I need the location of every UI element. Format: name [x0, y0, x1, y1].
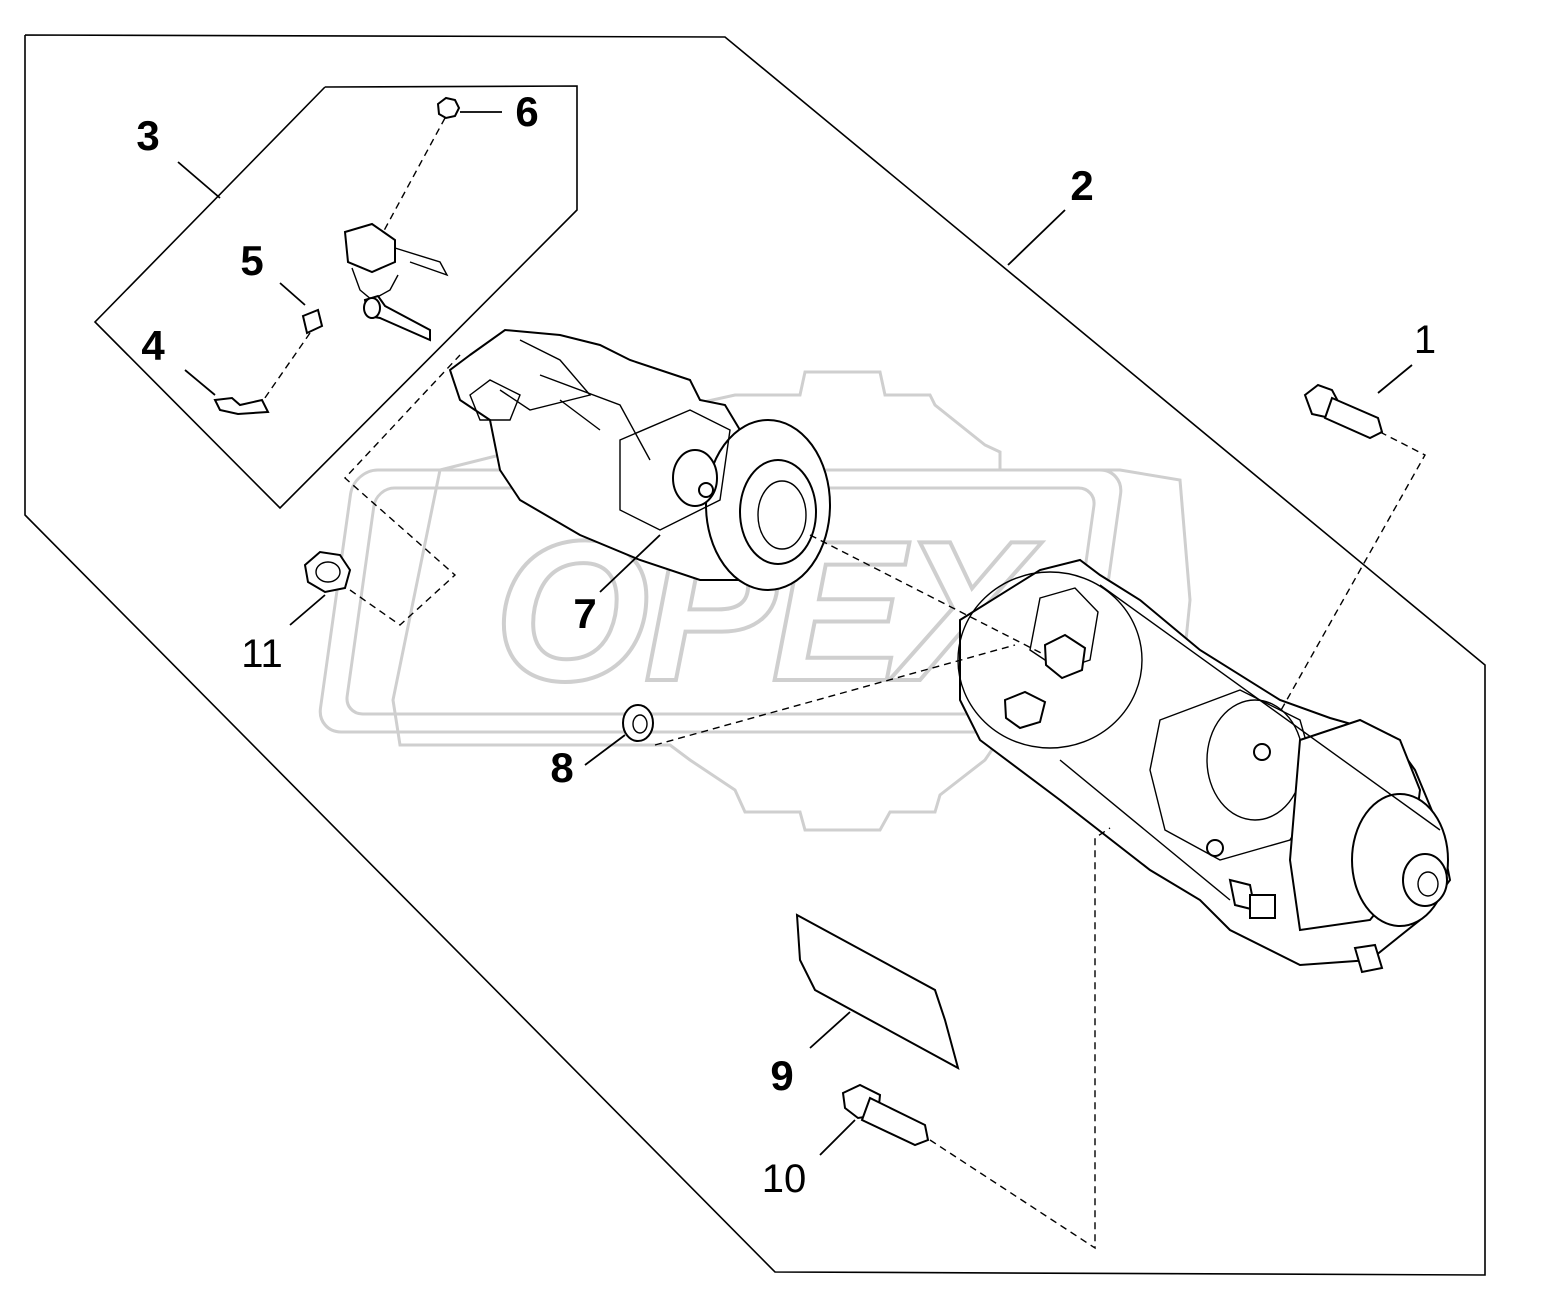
nut-6-shape	[436, 96, 461, 120]
leader-11	[289, 594, 326, 626]
leader-5	[279, 282, 306, 306]
watermark-gear-outline	[391, 370, 1192, 832]
callout-10: 10	[762, 1157, 807, 1201]
terminal-bracket-shape	[343, 222, 449, 342]
dash-line-1	[1279, 431, 1426, 713]
callout-4: 4	[141, 322, 165, 369]
dash-line-10	[929, 827, 1111, 1250]
solenoid-subparts	[213, 96, 461, 416]
leader-2	[1007, 209, 1066, 266]
assembly-boundary-outline	[24, 34, 1486, 1276]
dash-line-7-axis	[809, 534, 1046, 656]
washer-8-shape	[622, 704, 654, 742]
callout-1: 1	[1414, 318, 1436, 362]
dash-line-11	[343, 354, 461, 626]
callout-6: 6	[515, 88, 538, 135]
wire-4-shape	[213, 396, 270, 416]
callout-2: 2	[1070, 162, 1093, 209]
leader-4	[184, 369, 216, 396]
solenoid-7-shape	[448, 328, 831, 591]
callout-labels: 1 2 3 4 5 6 7 8 9 10 11	[136, 88, 1436, 1201]
callout-8: 8	[550, 744, 573, 791]
label-plate-9-shape	[795, 913, 960, 1070]
nut-11-shape	[303, 550, 352, 594]
starter-motor-body-shape	[957, 558, 1452, 974]
bolt-1-shape	[1303, 383, 1384, 440]
dash-line-5	[259, 332, 311, 406]
callout-11: 11	[241, 632, 283, 676]
dash-line-8	[654, 644, 1016, 746]
callout-9: 9	[770, 1052, 793, 1099]
dash-line-6	[379, 117, 446, 239]
leader-lines	[177, 111, 1413, 1156]
leader-1	[1377, 364, 1413, 394]
leader-7	[599, 534, 661, 593]
callout-5: 5	[240, 237, 263, 284]
leader-10	[819, 1119, 856, 1156]
stud-10-shape	[841, 1083, 930, 1147]
callout-7: 7	[573, 590, 596, 637]
subassembly-3-boundary	[93, 85, 578, 510]
leader-3	[177, 161, 221, 199]
leader-9	[809, 1011, 851, 1049]
leader-8	[584, 734, 626, 766]
callout-3: 3	[136, 112, 159, 159]
terminal-5-shape	[301, 308, 324, 335]
